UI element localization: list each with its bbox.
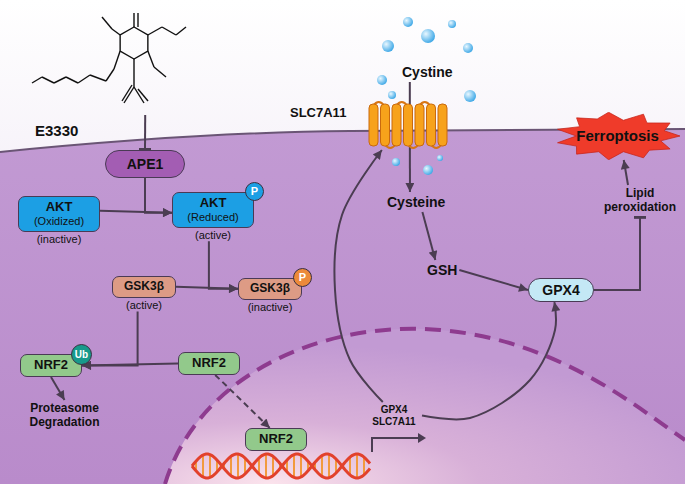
box-outline: GPX4 [528,278,594,302]
activation-arrow [82,363,178,365]
activation-arrow [459,270,528,290]
node-text: GSK3β [250,282,290,296]
node-text: P [299,272,306,283]
node-text: (active) [195,229,231,242]
node-text: GSK3β [124,280,164,294]
protein-box: NRF2Ub [20,354,82,377]
activation-arrow [100,211,172,213]
ferroptosis-burst: Ferroptosis [555,112,680,160]
cytoplasm [0,129,685,484]
protein-box: GSK3β(inactive)P [238,278,302,313]
gene-arrow [372,438,424,452]
node-text: (Reduced) [187,211,238,224]
activation-arrow [334,150,382,402]
node-text: Proteasome Degradation [14,402,115,430]
node-text: SLC7A11 [290,106,346,121]
node-text: NRF2 [34,358,68,373]
metabolite-label: Cysteine [385,192,447,212]
node-text: (inactive) [37,233,82,246]
gene-arrowhead [418,433,426,443]
node-text: Cystine [402,64,453,80]
node-text: GSH [427,262,457,278]
inhibition-line [144,115,146,150]
box-outline: NRF2 [178,352,240,375]
activation-arrow [215,375,270,428]
box-outline: NRF2 [245,428,307,451]
protein-box: AKT(Oxidized)(inactive) [18,196,100,245]
transporter-label: SLC7A11 [290,100,448,150]
node-text: E3330 [35,122,78,139]
activation-arrow [176,287,238,289]
node-text: Ub [75,350,88,360]
activation-arrow [209,241,238,288]
node-text: AKT [200,196,227,211]
protein-box: NRF2 [178,352,240,375]
inhibition-line [594,217,640,290]
node-text: Cysteine [387,194,445,210]
node-text: (active) [126,299,162,312]
process-label: Lipid peroxidation [600,185,680,217]
node-text: Ferroptosis [576,127,659,144]
node-text: Lipid peroxidation [602,187,678,215]
node-text: P [251,186,258,197]
process-label: Proteasome Degradation [12,400,117,432]
nucleus-area [165,329,685,484]
ubiquitin-mark: Ub [71,344,92,365]
protein-box: GPX4 [528,278,594,302]
activation-arrow [422,302,556,419]
node-text: NRF2 [259,432,293,447]
node-text: (Oxidized) [34,215,84,228]
box-outline: AKT(Reduced) [172,192,254,228]
node-text: (inactive) [248,301,293,314]
node-text: GPX4 SLC7A11 [368,404,420,427]
box-outline: AKT(Oxidized) [18,196,100,232]
metabolite-label: Cystine [400,62,455,82]
cystine-bubbles [377,17,476,102]
protein-box: APE1 [105,150,185,178]
box-outline: APE1 [105,150,185,178]
gene-label: GPX4 SLC7A11 [366,402,422,429]
dna-helix [192,454,370,478]
activation-arrow [624,160,628,185]
activation-arrow [145,178,172,213]
protein-box: AKT(Reduced)(active)P [172,192,254,241]
activation-arrow [51,377,65,400]
cysteine-bubbles [392,155,443,175]
node-text: APE1 [127,156,164,172]
box-outline: GSK3β [112,276,176,298]
node-text: NRF2 [192,356,226,371]
chemical-structure [30,5,190,115]
transporter-symbol [368,100,448,150]
node-text: GPX4 [542,282,579,298]
node-text: AKT [46,200,73,215]
protein-box: NRF2 [245,428,307,451]
phospho-mark: P [293,268,312,287]
metabolite-label: GSH [425,260,459,280]
box-outline: GSK3β [238,278,302,300]
phospho-mark: P [245,182,264,201]
drug-label: E3330 [30,5,190,115]
activation-arrow [422,212,435,260]
protein-box: GSK3β (active) [112,276,176,311]
nuclear-envelope [165,329,685,484]
